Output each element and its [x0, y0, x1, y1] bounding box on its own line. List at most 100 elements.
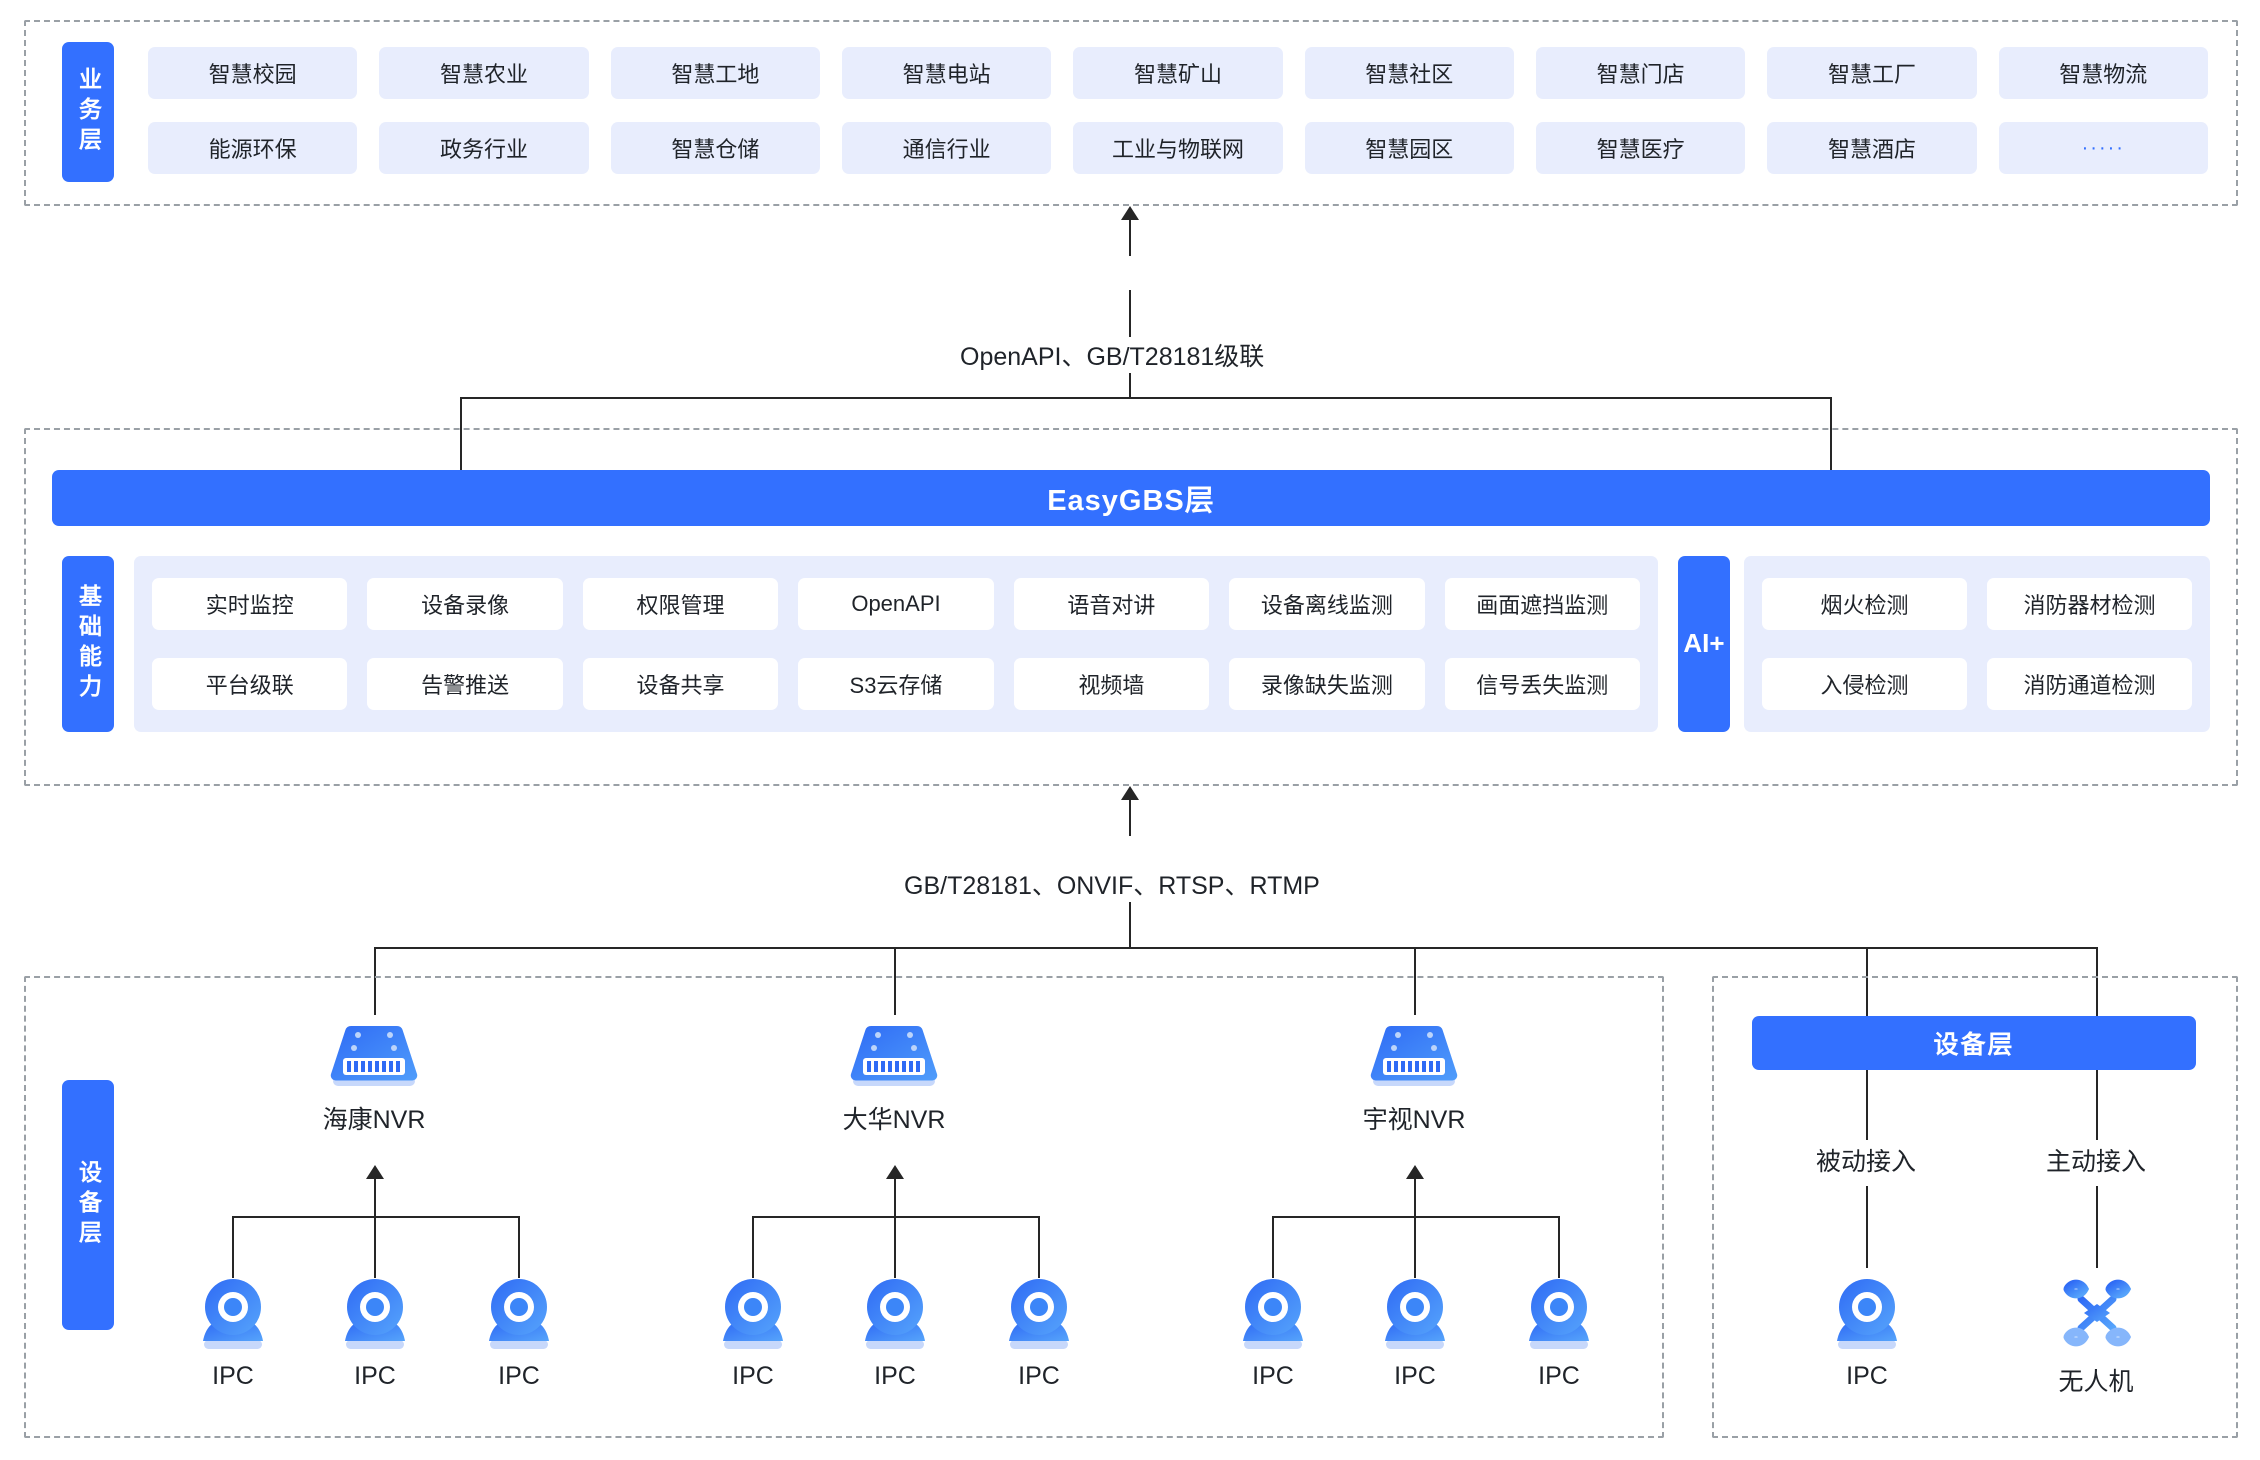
ai-chip[interactable]: 烟火检测 — [1762, 578, 1967, 630]
capability-side-label: 基础能力 — [62, 556, 114, 732]
device-layer-left-side-label-text: 设备层 — [75, 1160, 102, 1250]
capability-chip[interactable]: 设备录像 — [367, 578, 563, 630]
capability-side-label-text: 基础能力 — [75, 584, 102, 704]
camera-icon[interactable] — [718, 1276, 788, 1357]
capability-row-1: 实时监控 设备录像 权限管理 OpenAPI 语音对讲 设备离线监测 画面遮挡监… — [152, 578, 1640, 630]
ai-grid: 烟火检测 消防器材检测 入侵检测 消防通道检测 — [1762, 578, 2192, 710]
business-layer-row-1: 智慧校园 智慧农业 智慧工地 智慧电站 智慧矿山 智慧社区 智慧门店 智慧工厂 … — [148, 47, 2208, 99]
business-chip-more[interactable]: ····· — [1998, 122, 2208, 174]
nvr-1-drop-c — [518, 1216, 520, 1278]
nvr-2-arrow — [886, 1165, 904, 1179]
camera-icon[interactable] — [340, 1276, 410, 1357]
capability-row-2: 平台级联 告警推送 设备共享 S3云存储 视频墙 录像缺失监测 信号丢失监测 — [152, 658, 1640, 710]
nvr-icon[interactable] — [847, 1020, 941, 1095]
right-branch-2-stem-lower — [2096, 1186, 2098, 1268]
access-mode-label: 主动接入 — [2045, 1148, 2146, 1176]
business-chip[interactable]: 智慧工厂 — [1767, 47, 1977, 99]
camera-icon[interactable] — [1380, 1276, 1450, 1357]
connector-label-bottom: GB/T28181、ONVIF、RTSP、RTMP — [890, 866, 1334, 902]
business-layer-side-label: 业务层 — [62, 42, 114, 182]
drop-to-device-layer-left — [1866, 947, 1868, 1016]
nvr-1-drop-b — [374, 1216, 376, 1278]
connector-bus-bottom — [374, 947, 2097, 949]
business-layer-row-2: 能源环保 政务行业 智慧仓储 通信行业 工业与物联网 智慧园区 智慧医疗 智慧酒… — [148, 122, 2208, 174]
capability-chip[interactable]: OpenAPI — [798, 578, 994, 630]
ipc-label: IPC — [1538, 1362, 1580, 1390]
right-branch-1-stem-upper — [1866, 1070, 1868, 1140]
camera-icon[interactable] — [198, 1276, 268, 1357]
ipc-label: IPC — [732, 1362, 774, 1390]
capability-chip[interactable]: 设备共享 — [582, 658, 779, 710]
nvr-3-drop-b — [1414, 1216, 1416, 1278]
nvr-3-stem — [1414, 1179, 1416, 1217]
nvr-icon[interactable] — [327, 1020, 421, 1095]
nvr-2-drop-c — [1038, 1216, 1040, 1278]
business-layer-side-label-text: 业务层 — [75, 67, 102, 157]
easygbs-layer-container — [24, 428, 2238, 786]
business-chip[interactable]: 智慧物流 — [1998, 47, 2208, 99]
nvr-1-stem — [374, 1179, 376, 1217]
business-chip[interactable]: 智慧酒店 — [1767, 122, 1977, 174]
capability-chip[interactable]: 设备离线监测 — [1229, 578, 1425, 630]
business-chip[interactable]: 智慧社区 — [1304, 47, 1514, 99]
business-chip[interactable]: 智慧农业 — [379, 47, 589, 99]
business-chip[interactable]: 智慧仓储 — [610, 122, 820, 174]
camera-icon[interactable] — [860, 1276, 930, 1357]
ai-chip[interactable]: 消防器材检测 — [1987, 578, 2192, 630]
ai-panel: 烟火检测 消防器材检测 入侵检测 消防通道检测 — [1744, 556, 2210, 732]
capability-chip[interactable]: 权限管理 — [582, 578, 779, 630]
camera-icon[interactable] — [1524, 1276, 1594, 1357]
capability-chip[interactable]: 录像缺失监测 — [1229, 658, 1425, 710]
business-chip[interactable]: 政务行业 — [379, 122, 589, 174]
business-chip[interactable]: 工业与物联网 — [1073, 122, 1283, 174]
nvr-icon[interactable] — [1367, 1020, 1461, 1095]
camera-icon[interactable] — [1004, 1276, 1074, 1357]
business-chip[interactable]: 通信行业 — [841, 122, 1052, 174]
ipc-label: IPC — [212, 1362, 254, 1390]
connector-line-bottom-lower — [1129, 866, 1131, 948]
drop-to-nvr-2 — [894, 947, 896, 1015]
camera-icon[interactable] — [1238, 1276, 1308, 1357]
business-chip[interactable]: 智慧电站 — [841, 47, 1052, 99]
ai-row-1: 烟火检测 消防器材检测 — [1762, 578, 2192, 630]
ipc-label: IPC — [354, 1362, 396, 1390]
ai-chip[interactable]: 消防通道检测 — [1987, 658, 2192, 710]
nvr-3-drop-c — [1558, 1216, 1560, 1278]
capability-chip[interactable]: 信号丢失监测 — [1444, 658, 1640, 710]
right-branch-1-stem-lower — [1866, 1186, 1868, 1268]
capability-chip[interactable]: 告警推送 — [367, 658, 563, 710]
camera-icon[interactable] — [1832, 1276, 1902, 1357]
business-chip[interactable]: 智慧园区 — [1304, 122, 1514, 174]
capability-chip[interactable]: 语音对讲 — [1013, 578, 1210, 630]
capability-chip[interactable]: 实时监控 — [152, 578, 348, 630]
drop-to-device-layer-right — [2096, 947, 2098, 1016]
capability-chip[interactable]: 画面遮挡监测 — [1444, 578, 1640, 630]
business-chip[interactable]: 能源环保 — [148, 122, 358, 174]
access-mode-label: 被动接入 — [1815, 1148, 1916, 1176]
capability-panel: 实时监控 设备录像 权限管理 OpenAPI 语音对讲 设备离线监测 画面遮挡监… — [134, 556, 1658, 732]
nvr-label: 大华NVR — [842, 1106, 946, 1134]
business-chip[interactable]: 智慧矿山 — [1073, 47, 1283, 99]
camera-icon[interactable] — [484, 1276, 554, 1357]
business-chip[interactable]: 智慧医疗 — [1535, 122, 1746, 174]
connector-line-bottom-upper — [1129, 800, 1131, 836]
connector-arrow-top — [1121, 206, 1139, 220]
capability-chip[interactable]: 视频墙 — [1013, 658, 1210, 710]
nvr-3-drop-a — [1272, 1216, 1274, 1278]
business-chip[interactable]: 智慧校园 — [148, 47, 358, 99]
capability-chip[interactable]: 平台级联 — [152, 658, 348, 710]
nvr-1-arrow — [366, 1165, 384, 1179]
device-layer-left-side-label: 设备层 — [62, 1080, 114, 1330]
ai-row-2: 入侵检测 消防通道检测 — [1762, 658, 2192, 710]
nvr-label: 海康NVR — [322, 1106, 426, 1134]
connector-bus-top — [460, 397, 1832, 399]
connector-drop-right — [1830, 397, 1832, 470]
device-layer-left-container — [24, 976, 1664, 1438]
ai-chip[interactable]: 入侵检测 — [1762, 658, 1967, 710]
business-chip[interactable]: 智慧门店 — [1535, 47, 1746, 99]
capability-chip[interactable]: S3云存储 — [798, 658, 994, 710]
nvr-1-drop-a — [232, 1216, 234, 1278]
drone-icon[interactable] — [2058, 1278, 2136, 1357]
business-layer-container — [24, 20, 2238, 206]
business-chip[interactable]: 智慧工地 — [610, 47, 820, 99]
